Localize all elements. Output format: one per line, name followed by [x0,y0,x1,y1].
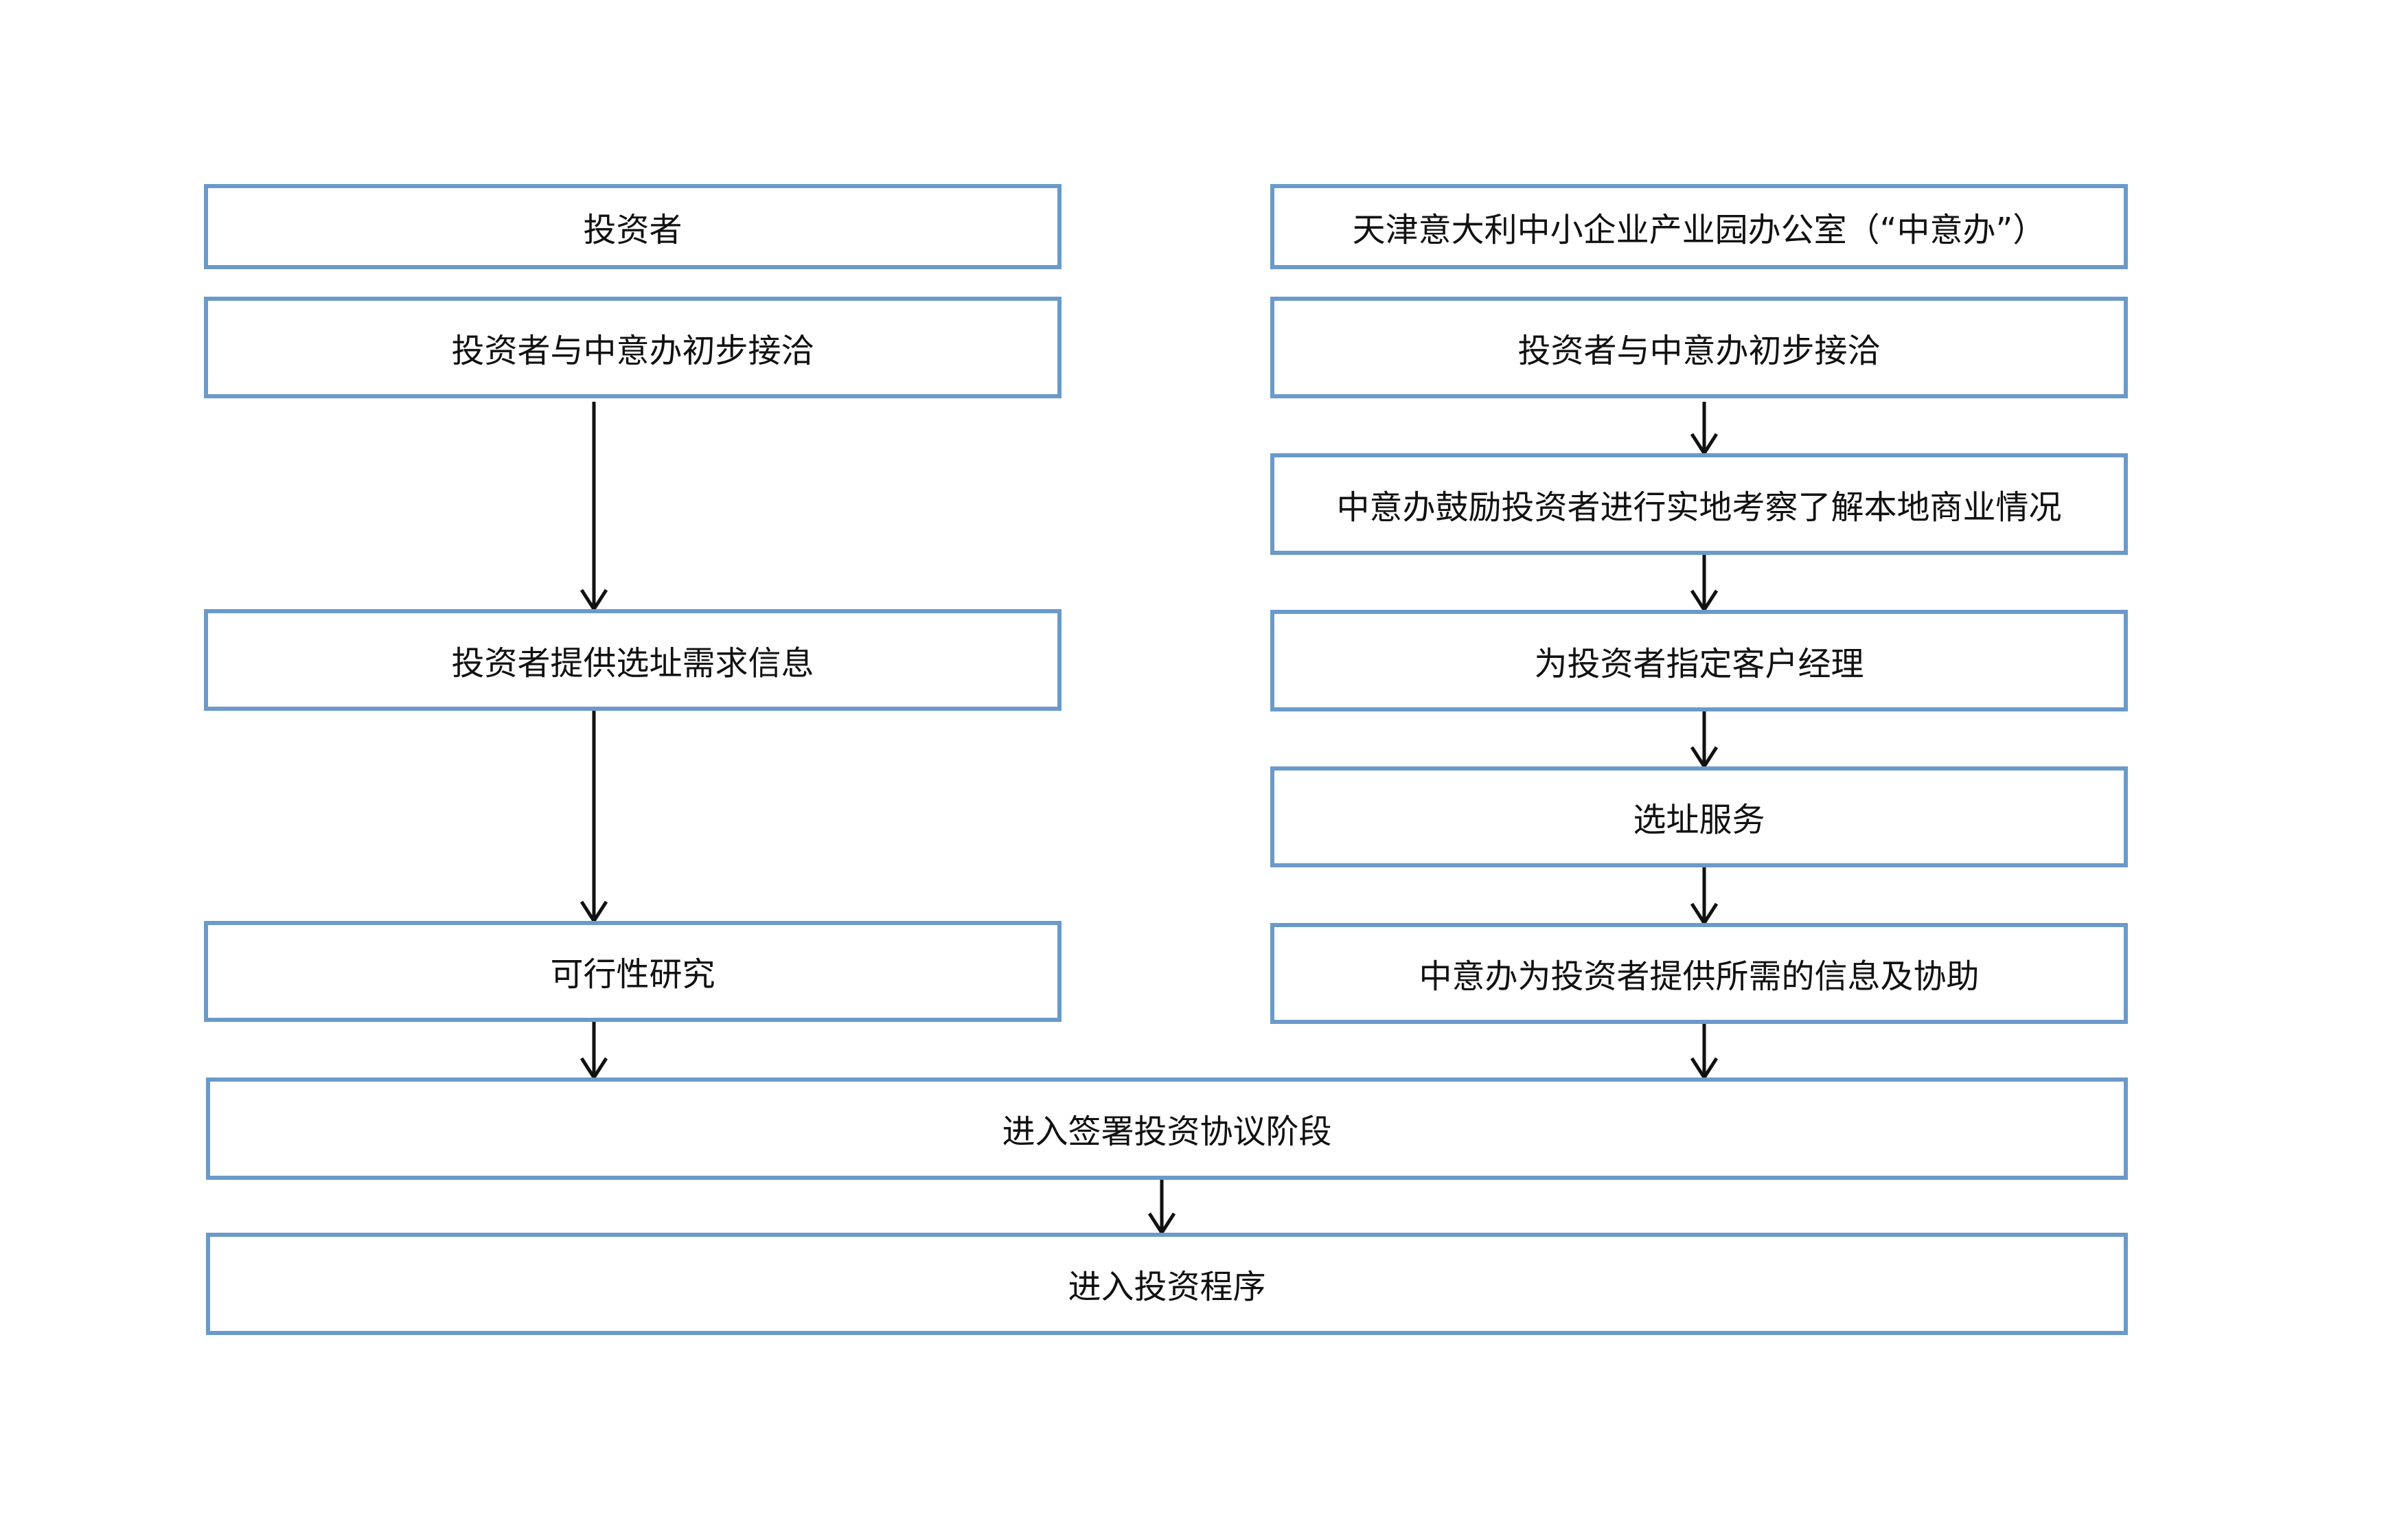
arrow-left-contact-to-site-info [580,402,608,613]
right-step-site-visit-label: 中意办鼓励投资者进行实地考察了解本地商业情况 [1336,488,2062,527]
right-step-account-manager-box: 为投资者指定客户经理 [1270,610,2128,711]
merged-step-agreement-label: 进入签署投资协议阶段 [1002,1113,1332,1152]
arrow-right-visit-to-manager [1690,555,1719,613]
merged-step-agreement-box: 进入签署投资协议阶段 [206,1078,2128,1180]
arrow-agreement-to-investment-procedure [1147,1180,1176,1236]
right-step-site-service-label: 选址服务 [1633,801,1765,840]
left-header-label: 投资者 [583,210,683,249]
arrow-right-manager-to-site-service [1690,711,1719,770]
merged-step-investment-procedure-box: 进入投资程序 [206,1233,2128,1335]
arrow-left-site-info-to-feasibility [580,711,608,924]
arrow-right-site-service-to-assistance [1690,867,1719,926]
right-step-site-visit-box: 中意办鼓励投资者进行实地考察了解本地商业情况 [1270,453,2128,555]
left-step-initial-contact-box: 投资者与中意办初步接洽 [204,297,1062,398]
left-header-box: 投资者 [204,184,1062,269]
arrow-right-contact-to-visit [1690,402,1719,457]
left-step-feasibility-box: 可行性研究 [204,921,1062,1022]
right-step-assistance-box: 中意办为投资者提供所需的信息及协助 [1270,923,2128,1024]
right-step-site-service-box: 选址服务 [1270,766,2128,867]
left-step-feasibility-label: 可行性研究 [550,955,715,994]
left-step-site-info-label: 投资者提供选址需求信息 [451,643,814,683]
right-header-box: 天津意大利中小企业产业园办公室（“中意办”） [1270,184,2128,269]
left-step-initial-contact-label: 投资者与中意办初步接洽 [451,331,814,370]
merged-step-investment-procedure-label: 进入投资程序 [1068,1268,1266,1307]
right-step-initial-contact-label: 投资者与中意办初步接洽 [1517,331,1881,370]
right-header-label: 天津意大利中小企业产业园办公室（“中意办”） [1352,210,2046,249]
right-step-initial-contact-box: 投资者与中意办初步接洽 [1270,297,2128,398]
left-step-site-info-box: 投资者提供选址需求信息 [204,609,1062,711]
right-step-assistance-label: 中意办为投资者提供所需的信息及协助 [1419,957,1980,996]
arrow-right-assistance-to-agreement [1690,1024,1719,1081]
arrow-left-feasibility-to-agreement [580,1022,608,1081]
right-step-account-manager-label: 为投资者指定客户经理 [1534,644,1864,683]
